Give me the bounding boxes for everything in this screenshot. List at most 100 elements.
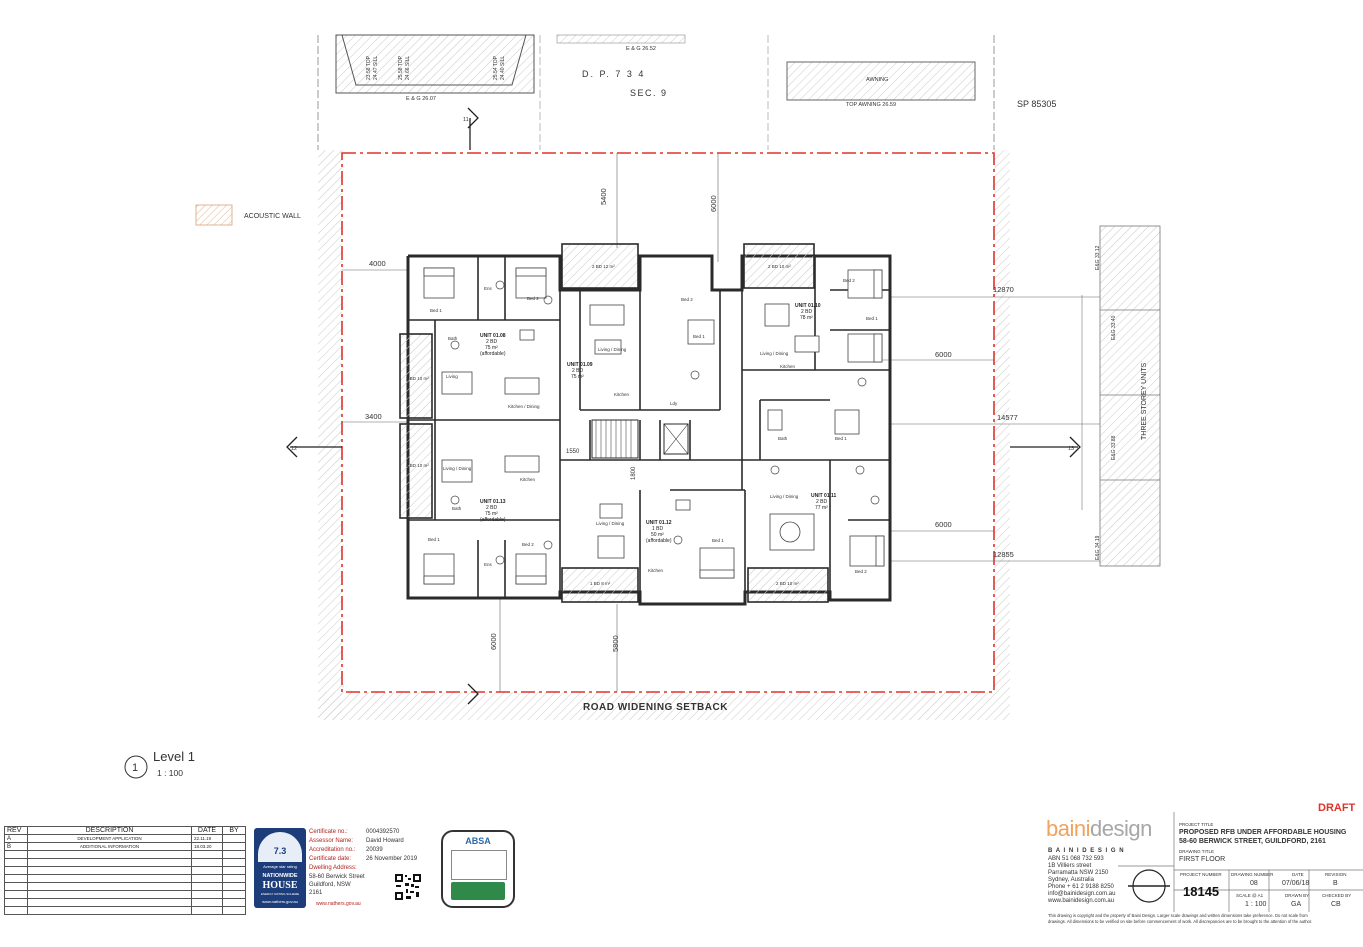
view-title: Level 1 [153, 749, 195, 764]
eg-mid-label: E & G 26.52 [626, 46, 656, 52]
star-rating-caption: Average star rating [263, 864, 297, 869]
room-bed1: Bed 1 [430, 308, 442, 313]
dp-label: D. P. 7 3 4 [582, 69, 645, 79]
star-rating-value: 7.3 [273, 846, 287, 856]
room-kitchen-0110: Kitchen [780, 364, 796, 369]
section-mark-12: 12 [291, 446, 297, 452]
nathers-scheme: ENERGY RATING SCHEME [260, 892, 300, 896]
cert-no-value: 0004392570 [366, 829, 400, 835]
balcony-label-0111: 2 BD 10 m² [776, 581, 799, 586]
sec-label: SEC. 9 [630, 88, 668, 98]
room-kitchen-0112: Kitchen [648, 568, 664, 573]
unit-area-0111: 77 m² [815, 505, 828, 511]
room-kitchen-dining: Kitchen / Dining [508, 404, 540, 409]
view-scale: 1 : 100 [157, 768, 183, 778]
view-number: 1 [132, 762, 138, 774]
drawing-number-label: DRAWING NUMBER [1231, 872, 1274, 877]
dim-14577: 14577 [997, 413, 1018, 422]
balcony-label-0108: 2 BD 10 m² [406, 376, 429, 381]
unit-beds-0110: 2 BD [801, 309, 813, 315]
company-suburb: Parramatta NSW 2150 [1048, 870, 1109, 876]
view-number-circle [124, 755, 148, 779]
room-living-dining-0112: Living / Dining [596, 521, 625, 526]
boundary-hatch-right [994, 150, 1010, 720]
scale-value: 1 : 100 [1245, 901, 1267, 908]
absa-badge: ABSA [441, 830, 515, 908]
balcony-label-0110: 2 BD 10 m² [768, 264, 791, 269]
table-row: A DEVELOPMENT APPLICATION 22.11.19 [4, 834, 246, 843]
address-label: Dwelling Address: [309, 865, 357, 871]
room-bed2-0113: Bed 2 [522, 542, 534, 547]
checked-by-label: CHECKED BY [1322, 893, 1352, 898]
nathers-url: www.nathers.gov.au [262, 899, 298, 904]
room-bath-0111: Bath [778, 436, 788, 441]
balcony-label-0109: 2 BD 12 m² [592, 264, 615, 269]
unit-area-0113: 75 m² [485, 511, 498, 517]
unit-type-0108: (affordable) [480, 351, 506, 357]
unit-type-0112: (affordable) [646, 538, 672, 544]
room-bath-0108: Bath [448, 336, 458, 341]
dim-6000-top: 6000 [709, 195, 718, 212]
awning-label: AWNING [866, 77, 888, 83]
date-value: 07/06/18 [1282, 880, 1310, 887]
acoustic-wall-label: ACOUSTIC WALL [244, 213, 301, 220]
unit-beds-0112: 1 BD [652, 526, 664, 532]
unit-beds-0109: 2 BD [572, 368, 584, 374]
drawing-title-label: DRAWING TITLE [1179, 849, 1215, 854]
balcony-label-0112: 1 BD 8 m² [590, 581, 611, 586]
rev-header-date: DATE [191, 826, 223, 835]
eg-a-label: E&G 33.12 [1095, 245, 1101, 270]
room-bed2: Bed 2 [527, 296, 539, 301]
room-ens-0113: Ens [484, 562, 493, 567]
room-kitchen-0109: Kitchen [614, 392, 630, 397]
unit-label-0110: UNIT 01.10 [795, 303, 821, 309]
dim-3400: 3400 [365, 412, 382, 421]
project-title-line-1: PROPOSED RFB UNDER AFFORDABLE HOUSING [1179, 829, 1347, 836]
company-street: 1B Villiers street [1048, 863, 1092, 869]
company-phone: Phone + 61 2 9188 8250 [1048, 884, 1114, 890]
room-bed1-0113: Bed 1 [428, 537, 440, 542]
company-name: B A I N I D E S I G N [1048, 848, 1125, 854]
building-outline [399, 243, 892, 606]
rev-header-description: DESCRIPTION [27, 826, 192, 835]
dim-6000-r2: 6000 [935, 520, 952, 529]
table-row: B ADDITIONAL INFORMATION 18.03.20 [4, 842, 246, 851]
dim-6000-r1: 6000 [935, 350, 952, 359]
revision-label: REVISION [1325, 872, 1347, 877]
address-line-2: Guildford, NSW [309, 882, 351, 888]
draft-label: DRAFT [1318, 802, 1356, 814]
dim-12855: 12855 [993, 550, 1014, 559]
dim-6000-b1: 6000 [489, 633, 498, 650]
rl-f: 24.40 SILL [500, 56, 506, 80]
unit-label-0109: UNIT 01.09 [567, 362, 593, 368]
room-bed2-0110: Bed 2 [843, 278, 855, 283]
sp-label: SP 85305 [1017, 99, 1056, 109]
qr-code-icon [394, 873, 422, 901]
road-setback-label: ROAD WIDENING SETBACK [583, 702, 728, 713]
nathers-brand-house: HOUSE [262, 880, 298, 891]
unit-area-0109: 75 m² [571, 374, 584, 380]
rl-d: 24.66 SILL [405, 56, 411, 80]
section-mark-11: 11 [463, 117, 469, 123]
boundary-hatch-left [318, 150, 342, 720]
disclaimer-line-2: drawings. All dimensions to be verified … [1048, 919, 1313, 924]
drawn-by: GA [1291, 901, 1302, 908]
three-storey-units [1099, 225, 1161, 567]
acoustic-wall-swatch [195, 204, 233, 226]
section-mark-13: 13 [1068, 446, 1074, 452]
top-awning-label: TOP AWNING 26.59 [846, 102, 896, 108]
dim-12870: 12870 [993, 285, 1014, 294]
boundary-hatch-bottom [318, 692, 994, 720]
eg-d-label: E&G 34.19 [1095, 535, 1101, 560]
unit-beds-0108: 2 BD [486, 339, 498, 345]
project-number-label: PROJECT NUMBER [1180, 872, 1222, 877]
date-label: DATE [1292, 872, 1304, 877]
project-title-label: PROJECT TITLE [1179, 822, 1214, 827]
assessor-label: Assessor Name: [309, 838, 354, 844]
rev-header-rev: REV [4, 826, 28, 835]
nathers-footer-url: www.nathers.gov.au [316, 901, 361, 907]
company-abn: ABN 51 068 732 593 [1048, 856, 1104, 862]
address-line-3: 2161 [309, 890, 323, 896]
dim-1550: 1550 [566, 449, 580, 455]
unit-label-0113: UNIT 01.13 [480, 499, 506, 505]
